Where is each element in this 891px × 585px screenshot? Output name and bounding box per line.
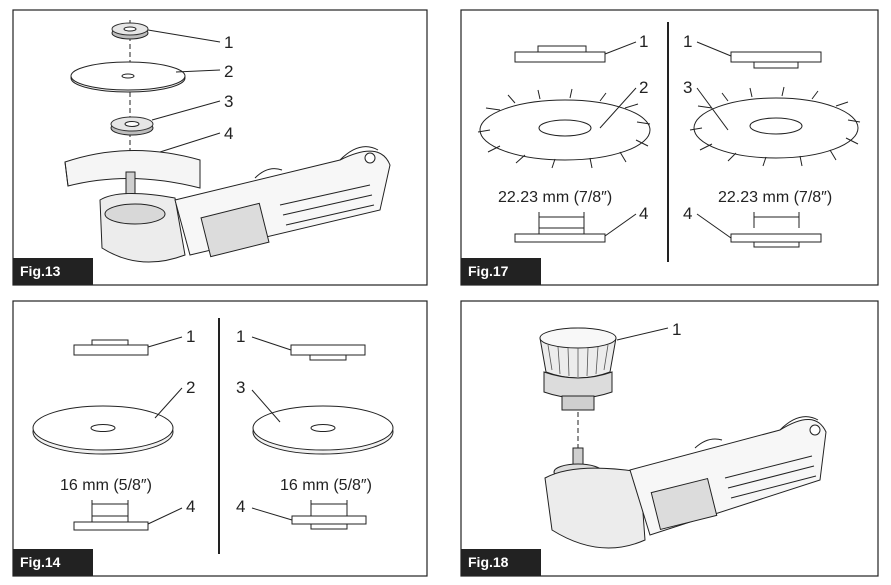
fig14-label-tab	[13, 549, 93, 576]
fig17-right-callout-4: 4	[683, 204, 692, 223]
fig14-left-callout-2: 2	[186, 378, 195, 397]
fig17-label: Fig.17	[468, 263, 509, 279]
fig17-right-flange-bottom	[730, 212, 822, 248]
fig18-callout-1: 1	[672, 320, 681, 339]
fig13-label-tab	[13, 258, 93, 285]
fig17-right-flange-top	[730, 51, 822, 69]
fig17-left-flange-bottom	[514, 212, 606, 243]
fig18-label-tab	[461, 549, 541, 576]
fig14-label: Fig.14	[20, 554, 61, 570]
fig13-callout-4: 4	[224, 124, 233, 143]
fig13-wheel	[70, 61, 186, 93]
fig14-left-callout-1: 1	[186, 327, 195, 346]
fig18-frame	[460, 300, 879, 577]
fig14-frame	[12, 300, 428, 577]
fig14-dimension-left: 16 mm (5/8″)	[60, 477, 152, 494]
fig18-grinder	[544, 416, 827, 549]
fig13-callout-1: 1	[224, 33, 233, 52]
fig17-left-callout-2: 2	[639, 78, 648, 97]
fig17-left-callout-4: 4	[639, 204, 648, 223]
fig17-label-tab	[461, 258, 541, 285]
fig14-right-flange-bottom	[291, 500, 367, 530]
fig13-frame	[12, 9, 428, 286]
fig13-callout-2: 2	[224, 62, 233, 81]
fig13-grinder	[64, 146, 391, 263]
fig14-right-callout-3: 3	[236, 378, 245, 397]
fig17-panel: 22.23 mm (7/8″) 1 2 4 22.23 mm (7/8″)	[460, 9, 879, 286]
fig14-right-flange-top	[290, 344, 366, 361]
fig14-panel: 16 mm (5/8″) 1 2 4 16 mm (5/8″)	[12, 300, 428, 577]
fig17-left-diamond-wheel	[477, 88, 651, 169]
fig18-cup-brush	[539, 327, 617, 411]
fig14-dimension-right: 16 mm (5/8″)	[280, 477, 372, 494]
fig13-lock-nut	[111, 22, 149, 40]
fig18-label: Fig.18	[468, 554, 509, 570]
fig17-frame	[460, 9, 879, 286]
fig17-right-callout-3: 3	[683, 78, 692, 97]
fig18-panel: 1 Fig.18	[460, 300, 879, 577]
fig17-right-diamond-wheel	[689, 86, 861, 167]
fig17-left-flange-top	[514, 45, 606, 63]
fig14-right-callout-4: 4	[236, 497, 245, 516]
fig14-left-flange-bottom	[73, 500, 149, 531]
fig14-left-callout-4: 4	[186, 497, 195, 516]
fig17-right-callout-1: 1	[683, 32, 692, 51]
fig17-left-callout-1: 1	[639, 32, 648, 51]
fig17-dimension-right: 22.23 mm (7/8″)	[718, 189, 832, 206]
fig13-inner-flange	[110, 116, 154, 136]
fig13-panel: 1 2 3 4 Fig.13	[12, 9, 428, 286]
fig13-label: Fig.13	[20, 263, 61, 279]
fig14-left-wheel	[32, 405, 174, 455]
fig14-left-flange-top	[73, 339, 149, 356]
fig14-right-callout-1: 1	[236, 327, 245, 346]
fig13-callout-3: 3	[224, 92, 233, 111]
fig17-dimension-left: 22.23 mm (7/8″)	[498, 189, 612, 206]
fig14-right-wheel	[252, 405, 394, 455]
